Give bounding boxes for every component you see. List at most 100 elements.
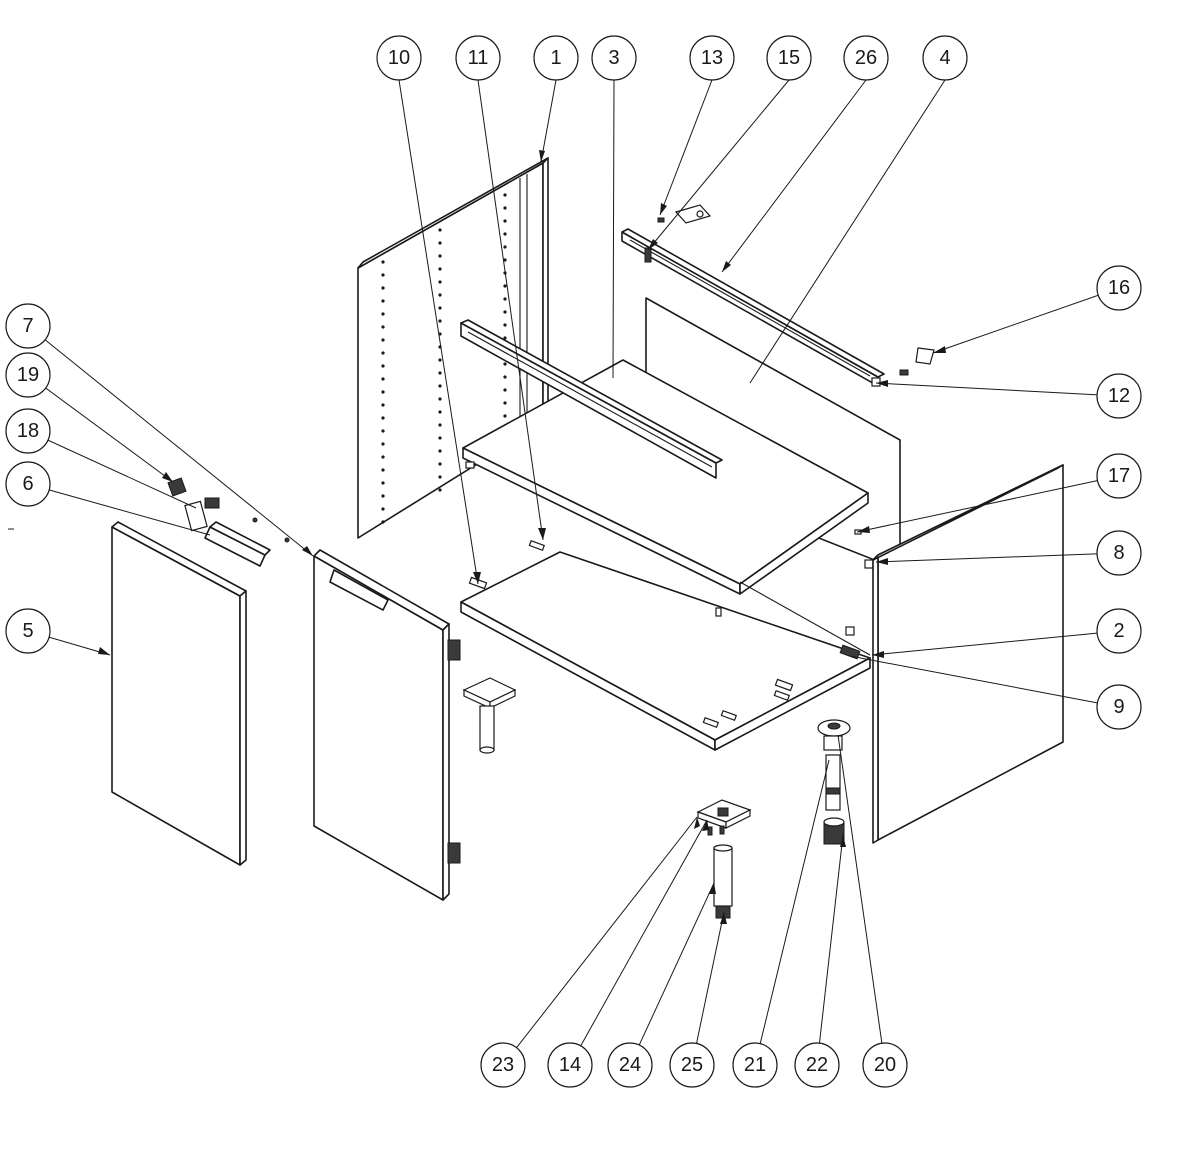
balloon-label: 2 — [1113, 620, 1124, 642]
system-hole — [503, 284, 507, 288]
balloon-2: 2 — [1096, 608, 1142, 654]
system-hole — [503, 297, 507, 301]
balloon-4: 4 — [922, 35, 968, 81]
balloon-10: 10 — [376, 35, 422, 81]
system-hole — [503, 310, 507, 314]
balloon-21: 21 — [732, 1042, 778, 1088]
balloon-label: 24 — [619, 1054, 641, 1076]
system-hole — [381, 273, 385, 277]
balloon-9: 9 — [1096, 684, 1142, 730]
balloon-13: 13 — [689, 35, 735, 81]
balloon-label: 9 — [1113, 696, 1124, 718]
system-hole — [438, 280, 442, 284]
balloon-label: 12 — [1108, 385, 1130, 407]
system-hole — [438, 267, 442, 271]
balloon-label: 14 — [559, 1054, 581, 1076]
balloon-label: 26 — [855, 47, 877, 69]
balloon-16: 16 — [1096, 265, 1142, 311]
system-hole — [381, 494, 385, 498]
system-hole — [438, 306, 442, 310]
balloon-1: 1 — [533, 35, 579, 81]
balloon-11: 11 — [455, 35, 501, 81]
balloon-label: 22 — [806, 1054, 828, 1076]
system-hole — [438, 410, 442, 414]
balloon-5: 5 — [5, 608, 51, 654]
balloon-22: 22 — [794, 1042, 840, 1088]
system-hole — [438, 397, 442, 401]
system-hole — [438, 384, 442, 388]
top-rail-back — [621, 228, 885, 387]
system-hole — [503, 193, 507, 197]
system-hole — [503, 258, 507, 262]
bracket-right — [871, 347, 935, 387]
balloon-17: 17 — [1096, 453, 1142, 499]
balloon-label: 6 — [22, 473, 33, 495]
shelf — [462, 359, 869, 595]
system-hole — [381, 403, 385, 407]
leg-right — [817, 719, 851, 845]
balloon-label: 5 — [22, 620, 33, 642]
system-hole — [503, 401, 507, 405]
balloon-label: 15 — [778, 47, 800, 69]
balloon-label: 16 — [1108, 277, 1130, 299]
system-hole — [438, 462, 442, 466]
balloon-18: 18 — [5, 408, 51, 454]
system-hole — [438, 358, 442, 362]
system-hole — [438, 241, 442, 245]
balloon-label: 18 — [17, 420, 39, 442]
bracket-top — [644, 204, 712, 263]
leg-left — [462, 677, 517, 754]
system-hole — [381, 455, 385, 459]
system-hole — [381, 507, 385, 511]
balloon-label: 10 — [388, 47, 410, 69]
balloon-label: 20 — [874, 1054, 896, 1076]
balloon-label: 21 — [744, 1054, 766, 1076]
balloon-label: 19 — [17, 364, 39, 386]
balloon-label: 1 — [550, 47, 561, 69]
system-hole — [381, 364, 385, 368]
system-hole — [503, 362, 507, 366]
balloon-3: 3 — [591, 35, 637, 81]
system-hole — [381, 260, 385, 264]
system-hole — [381, 390, 385, 394]
balloon-label: 3 — [608, 47, 619, 69]
balloon-label: 4 — [939, 47, 950, 69]
system-hole — [381, 299, 385, 303]
balloon-20: 20 — [862, 1042, 908, 1088]
balloon-label: 13 — [701, 47, 723, 69]
side-panel-right — [872, 464, 1064, 844]
system-hole — [438, 254, 442, 258]
leg-center — [696, 799, 752, 919]
system-hole — [381, 377, 385, 381]
balloon-label: 8 — [1113, 542, 1124, 564]
system-hole — [438, 449, 442, 453]
system-hole — [503, 388, 507, 392]
system-hole — [438, 436, 442, 440]
balloon-7: 7 — [5, 303, 51, 349]
system-hole — [381, 416, 385, 420]
handle-left — [204, 521, 271, 567]
balloon-23: 23 — [480, 1042, 526, 1088]
system-hole — [438, 475, 442, 479]
system-hole — [381, 429, 385, 433]
hinge-parts — [167, 477, 290, 543]
system-hole — [503, 336, 507, 340]
balloon-12: 12 — [1096, 373, 1142, 419]
system-hole — [503, 219, 507, 223]
system-hole — [381, 468, 385, 472]
system-hole — [503, 245, 507, 249]
system-hole — [438, 293, 442, 297]
system-hole — [381, 286, 385, 290]
balloon-25: 25 — [669, 1042, 715, 1088]
system-hole — [438, 319, 442, 323]
balloon-label: 7 — [22, 315, 33, 337]
system-hole — [381, 481, 385, 485]
system-hole — [438, 488, 442, 492]
balloon-label: 23 — [492, 1054, 514, 1076]
balloon-19: 19 — [5, 352, 51, 398]
system-hole — [381, 325, 385, 329]
system-hole — [438, 423, 442, 427]
system-hole — [503, 206, 507, 210]
system-hole — [438, 228, 442, 232]
